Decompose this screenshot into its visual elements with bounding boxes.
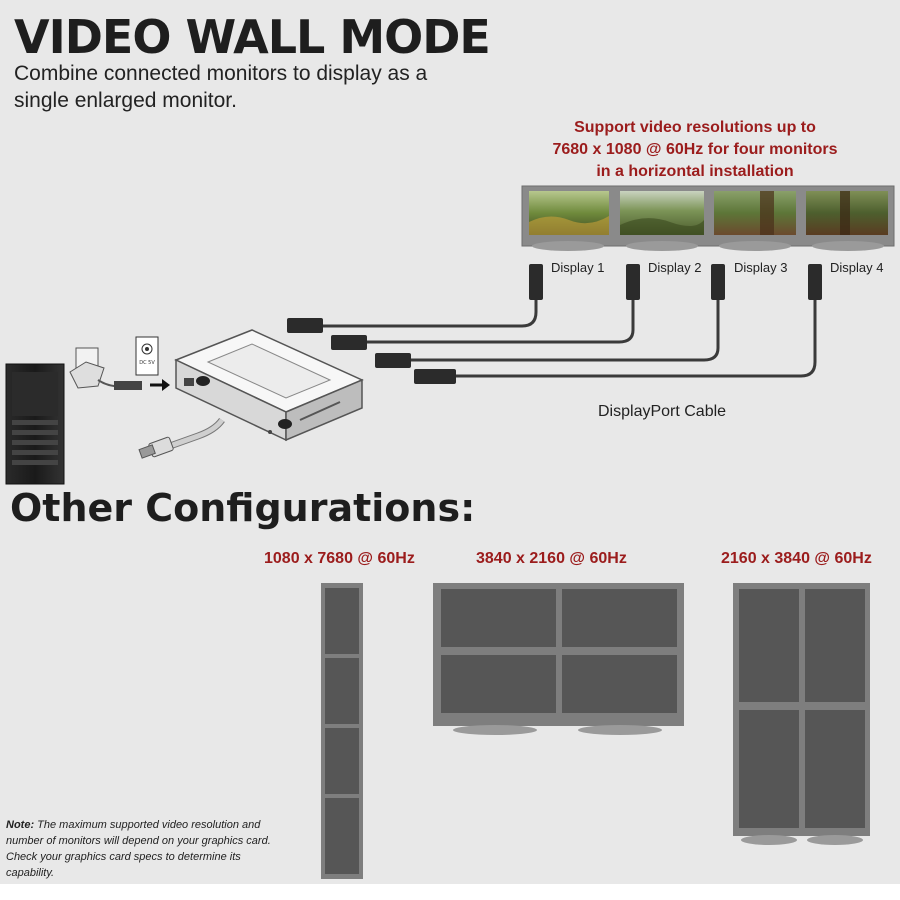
display-label-4: Display 4 bbox=[830, 260, 884, 275]
cable-connectors-left bbox=[287, 318, 456, 384]
cable-connectors-top bbox=[529, 264, 822, 300]
page-subtitle: Combine connected monitors to display as… bbox=[14, 62, 428, 112]
config-resolution-1: 1080 x 7680 @ 60Hz bbox=[264, 550, 415, 567]
hub-device bbox=[174, 329, 364, 442]
display-label-1: Display 1 bbox=[551, 260, 605, 275]
power-adapter: DC 5V bbox=[69, 336, 170, 391]
cable-label: DisplayPort Cable bbox=[598, 403, 727, 420]
display-label-3: Display 3 bbox=[734, 260, 788, 275]
pc-tower bbox=[5, 363, 65, 485]
footnote: Note: The maximum supported video resolu… bbox=[6, 817, 271, 881]
config-resolution-2: 3840 x 2160 @ 60Hz bbox=[476, 550, 627, 567]
support-note: Support video resolutions up to 7680 x 1… bbox=[530, 117, 860, 183]
support-line-2: 7680 x 1080 @ 60Hz for four monitors bbox=[552, 141, 838, 158]
config-2x2-landscape bbox=[433, 583, 684, 735]
displayport-cables bbox=[322, 300, 817, 378]
monitor-wall-horizontal bbox=[521, 185, 895, 251]
config-resolution-3: 2160 x 3840 @ 60Hz bbox=[721, 550, 872, 567]
support-line-3: in a horizontal installation bbox=[596, 163, 794, 180]
other-configurations-title: Other Configurations: bbox=[10, 486, 476, 530]
display-label-2: Display 2 bbox=[648, 260, 702, 275]
support-line-1: Support video resolutions up to bbox=[574, 119, 816, 136]
usb-cable bbox=[138, 417, 225, 459]
config-2x2-portrait bbox=[733, 583, 870, 845]
config-vertical-stack bbox=[321, 583, 363, 879]
page-title: VIDEO WALL MODE bbox=[14, 10, 491, 64]
footnote-label: Note: bbox=[6, 819, 35, 831]
footnote-text: The maximum supported video resolution a… bbox=[6, 819, 271, 879]
power-label: DC 5V bbox=[139, 360, 155, 366]
